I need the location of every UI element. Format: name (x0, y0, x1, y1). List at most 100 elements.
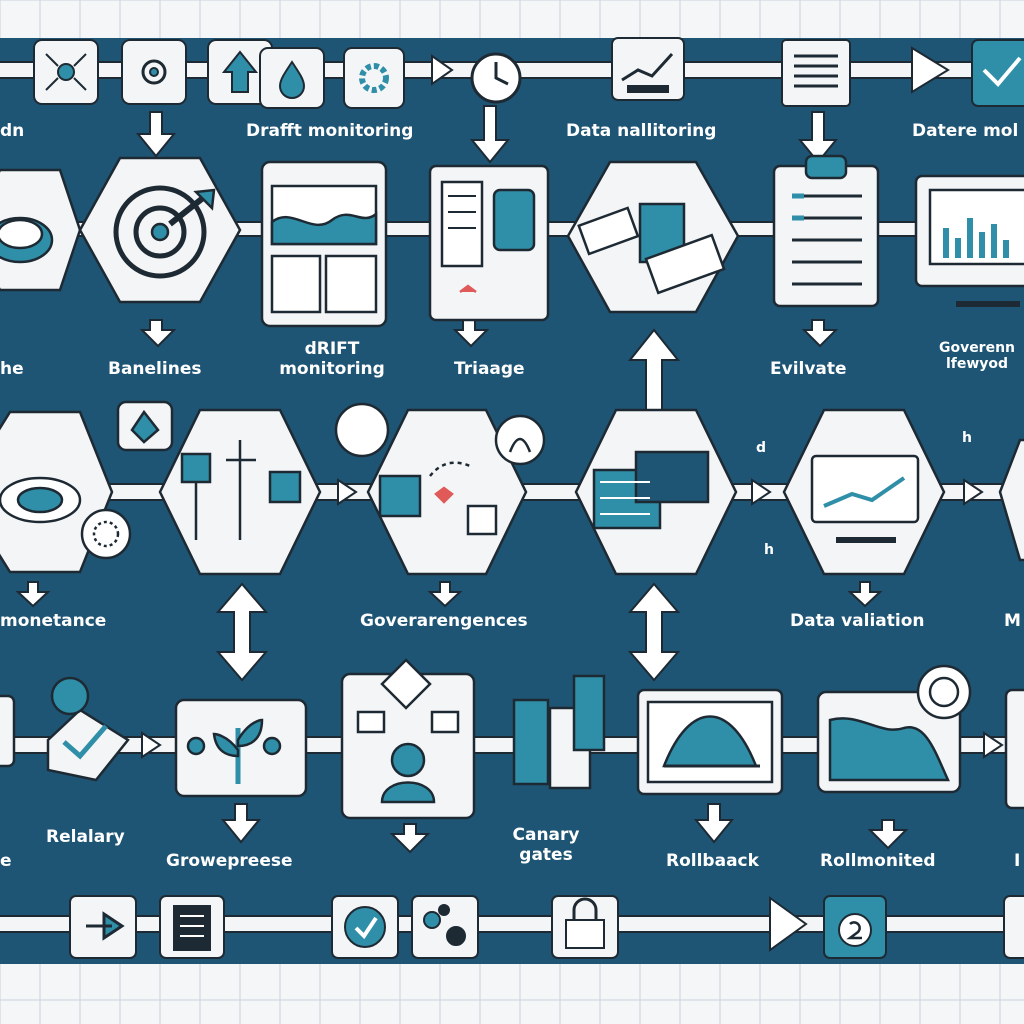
partial-tile-edge (1003, 895, 1024, 959)
label-governance-line-1: Goverenn (938, 340, 1016, 356)
network-icon (33, 39, 99, 105)
arrow-down (797, 111, 839, 164)
label-drift-monitoring-top: Drafft monitoring (246, 121, 414, 141)
label-governance-mid: Goverarengences (360, 611, 528, 631)
label-stray-1: d (756, 440, 767, 456)
plant-icon (174, 698, 308, 798)
arrow-down (135, 111, 177, 158)
arrow-right (337, 478, 358, 506)
area-chart-icon (816, 664, 972, 794)
arrow-up (627, 328, 681, 411)
dashboard-icon (260, 160, 388, 328)
label-maintenance: monetance (0, 611, 107, 631)
arrow-right (911, 46, 950, 94)
fourth-row (0, 658, 1024, 820)
arrow-down (469, 105, 511, 164)
lock-icon (551, 895, 619, 959)
label-drift-line-1: dRIFT (304, 339, 360, 359)
checkbox-icon (971, 39, 1024, 107)
arrow-down (801, 319, 839, 348)
cube-graph-icon (366, 408, 528, 576)
arrow-down (15, 581, 51, 608)
label-stray-3: h (764, 542, 774, 558)
arrow-right (983, 731, 1004, 759)
arrow-down (427, 581, 463, 608)
label-rollback: Rollbaack (666, 851, 759, 871)
double-arrow (627, 582, 681, 682)
label-left-mid: he (0, 359, 24, 379)
top-rail-arrows (431, 46, 950, 952)
check-circle-icon (331, 895, 399, 959)
label-canary-line-2: gates (519, 844, 573, 865)
stacked-box-icon (574, 408, 738, 576)
target-icon (78, 156, 242, 304)
upload-icon (207, 39, 273, 105)
label-stray-2: h (962, 430, 972, 446)
partial-hex-right (998, 438, 1024, 562)
bell-curve-icon (636, 688, 784, 796)
server-stack-icon (512, 674, 606, 790)
label-right-bottom: I (1014, 851, 1021, 871)
maintenance-icon (0, 410, 132, 574)
document-list-icon (781, 39, 851, 107)
double-arrow (215, 582, 269, 682)
label-governance-right: Goverenn lfewyod (930, 340, 1024, 372)
bottom-tile-row (69, 895, 1024, 959)
up-arrows (215, 328, 681, 682)
cluster-icon (411, 895, 479, 959)
third-row (0, 400, 1024, 576)
arrow-right (769, 896, 808, 952)
ring-icon (0, 168, 82, 292)
coin-icon (823, 895, 887, 959)
label-top-cut-left: dn (0, 121, 25, 141)
vertical-arrows (15, 105, 909, 854)
arrow-right (431, 54, 454, 86)
label-governance-line-2: lfewyod (945, 356, 1009, 373)
partial-tile-right (1004, 688, 1024, 810)
marker-icons (116, 400, 546, 466)
puzzle-icon (566, 160, 740, 314)
monitor-chart-icon (914, 174, 1024, 307)
label-data-validation: Data valiation (790, 611, 925, 631)
label-canary-line-1: Canary (512, 825, 580, 845)
label-right-mid: M (1004, 611, 1021, 631)
arrow-down (867, 819, 909, 850)
clock-icon (470, 52, 522, 104)
arrow-right (963, 478, 984, 506)
arrow-down (389, 823, 431, 854)
play-icon (69, 895, 137, 959)
screen-chart-icon (782, 408, 946, 576)
chart-flag-icon (611, 37, 685, 101)
arrow-down (139, 319, 177, 348)
label-growth: Growepreese (166, 851, 293, 871)
label-canary-gates: Canary gates (506, 825, 586, 865)
cube-tree-icon (158, 408, 322, 576)
server-icon (159, 895, 225, 959)
reliability-icon (46, 676, 130, 782)
gear-icon (343, 47, 405, 109)
arrow-right (751, 478, 772, 506)
clipboard-icon (772, 154, 880, 308)
label-drift-monitoring-mid: dRIFT monitoring (272, 339, 392, 379)
rail-arrows (141, 478, 1004, 759)
label-baselines: Banelines (108, 359, 202, 379)
partial-tile-left (0, 694, 16, 768)
arrow-right (141, 731, 162, 759)
second-row (0, 154, 1024, 328)
kanban-icon (428, 164, 550, 322)
label-right-top: Datere mol (912, 121, 1019, 141)
label-data-monitoring-top: Data nallitoring (566, 121, 717, 141)
drop-icon (259, 47, 325, 109)
arrow-down (847, 581, 883, 608)
label-triage: Triaage (454, 359, 525, 379)
label-left-bottom: e (0, 851, 12, 871)
label-evaluate: Evilvate (770, 359, 847, 379)
bottom-rail (0, 915, 1024, 933)
gear-node-icon (121, 39, 187, 105)
label-reliability: Relalary (46, 827, 125, 847)
label-rollmonitored: Rollmonited (820, 851, 936, 871)
arrow-down (693, 803, 735, 844)
arrow-down (220, 803, 262, 844)
